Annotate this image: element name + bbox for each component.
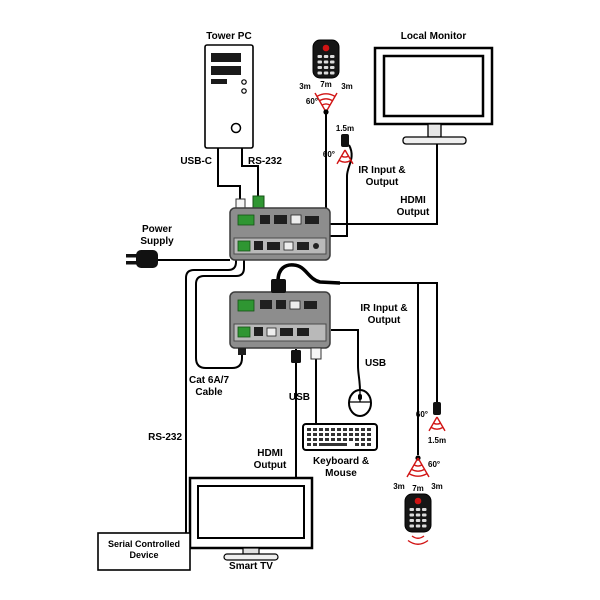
angle-label-bottom: 60° (428, 460, 440, 469)
cable-ir-emitter-top (330, 144, 353, 237)
ir-sensor-top (323, 109, 329, 115)
keyboard-illustration (302, 423, 378, 451)
transmitter-unit (229, 195, 331, 261)
local-monitor-illustration (373, 46, 494, 145)
range-far-label-top: 3m (341, 82, 353, 91)
ir-emitter-bottom (428, 402, 446, 432)
label-hdmi-output-top: HDMI Output (396, 195, 430, 218)
cable-usb-mouse (331, 329, 361, 392)
hdmi-plug-top (271, 279, 286, 293)
emitter-angle-label-bottom: 60° (416, 410, 428, 419)
emitter-angle-label-top: 60° (323, 150, 335, 159)
ir-fan-bottom (406, 457, 430, 478)
ir-emitter-top (336, 134, 354, 165)
receiver-unit (229, 279, 331, 363)
range-near-label-bottom: 3m (393, 482, 405, 491)
mouse-illustration (348, 389, 372, 417)
label-serial-device: Serial Controlled Device (107, 539, 180, 560)
tower-pc-illustration (204, 44, 254, 149)
label-tower-pc: Tower PC (206, 31, 252, 42)
cable-ir-bottom-run (339, 282, 438, 403)
ir-fan-top (314, 92, 338, 113)
power-plug-illustration (126, 250, 158, 268)
label-usb-c: USB-C (180, 156, 212, 167)
emitter-range-label-bottom: 1.5m (428, 436, 446, 445)
label-ir-io-mid: IR Input & Output (360, 303, 408, 326)
angle-label-top: 60° (306, 97, 318, 106)
label-ir-io-top: IR Input & Output (358, 165, 406, 188)
label-cat-cable: Cat 6A/7 Cable (188, 375, 229, 398)
ir-burst-bottom (407, 535, 429, 545)
label-hdmi-output-bottom: HDMI Output (253, 448, 287, 471)
label-rs232-bottom: RS-232 (148, 432, 182, 443)
range-mid-label-bottom: 7m (412, 484, 424, 493)
label-rs232-top: RS-232 (248, 156, 282, 167)
smart-tv-illustration (188, 476, 314, 561)
label-usb-mouse: USB (365, 358, 387, 369)
ir-led-icon (322, 44, 330, 52)
remote-control-bottom-illustration (404, 493, 432, 545)
serial-device-box (97, 532, 191, 571)
label-usb-keyboard: USB (288, 392, 310, 403)
cable-rs232-source (241, 148, 259, 198)
phoenix-connector (252, 195, 265, 210)
label-power-supply: Power Supply (140, 224, 174, 247)
cable-usb-c (217, 148, 241, 201)
hdmi-plug-bottom (291, 350, 301, 363)
range-near-label-top: 3m (299, 82, 311, 91)
cable-hdmi-monitor (330, 143, 438, 225)
power-button (230, 122, 242, 134)
label-smart-tv: Smart TV (229, 561, 273, 572)
cable-ir-receiver-thick (276, 263, 341, 285)
label-local-monitor: Local Monitor (400, 31, 467, 42)
range-mid-label-top: 7m (320, 80, 332, 89)
cables (157, 114, 438, 533)
label-keyboard-mouse: Keyboard & Mouse (312, 456, 370, 479)
cable-rs232-device (185, 260, 237, 533)
ir-led-icon (414, 497, 422, 505)
remote-control-top-illustration (312, 39, 340, 79)
cat-port-bottom (238, 348, 246, 355)
cable-cat (195, 260, 245, 369)
usb-plug-bottom (310, 347, 322, 360)
emitter-range-label-top: 1.5m (336, 124, 354, 133)
range-far-label-bottom: 3m (431, 482, 443, 491)
